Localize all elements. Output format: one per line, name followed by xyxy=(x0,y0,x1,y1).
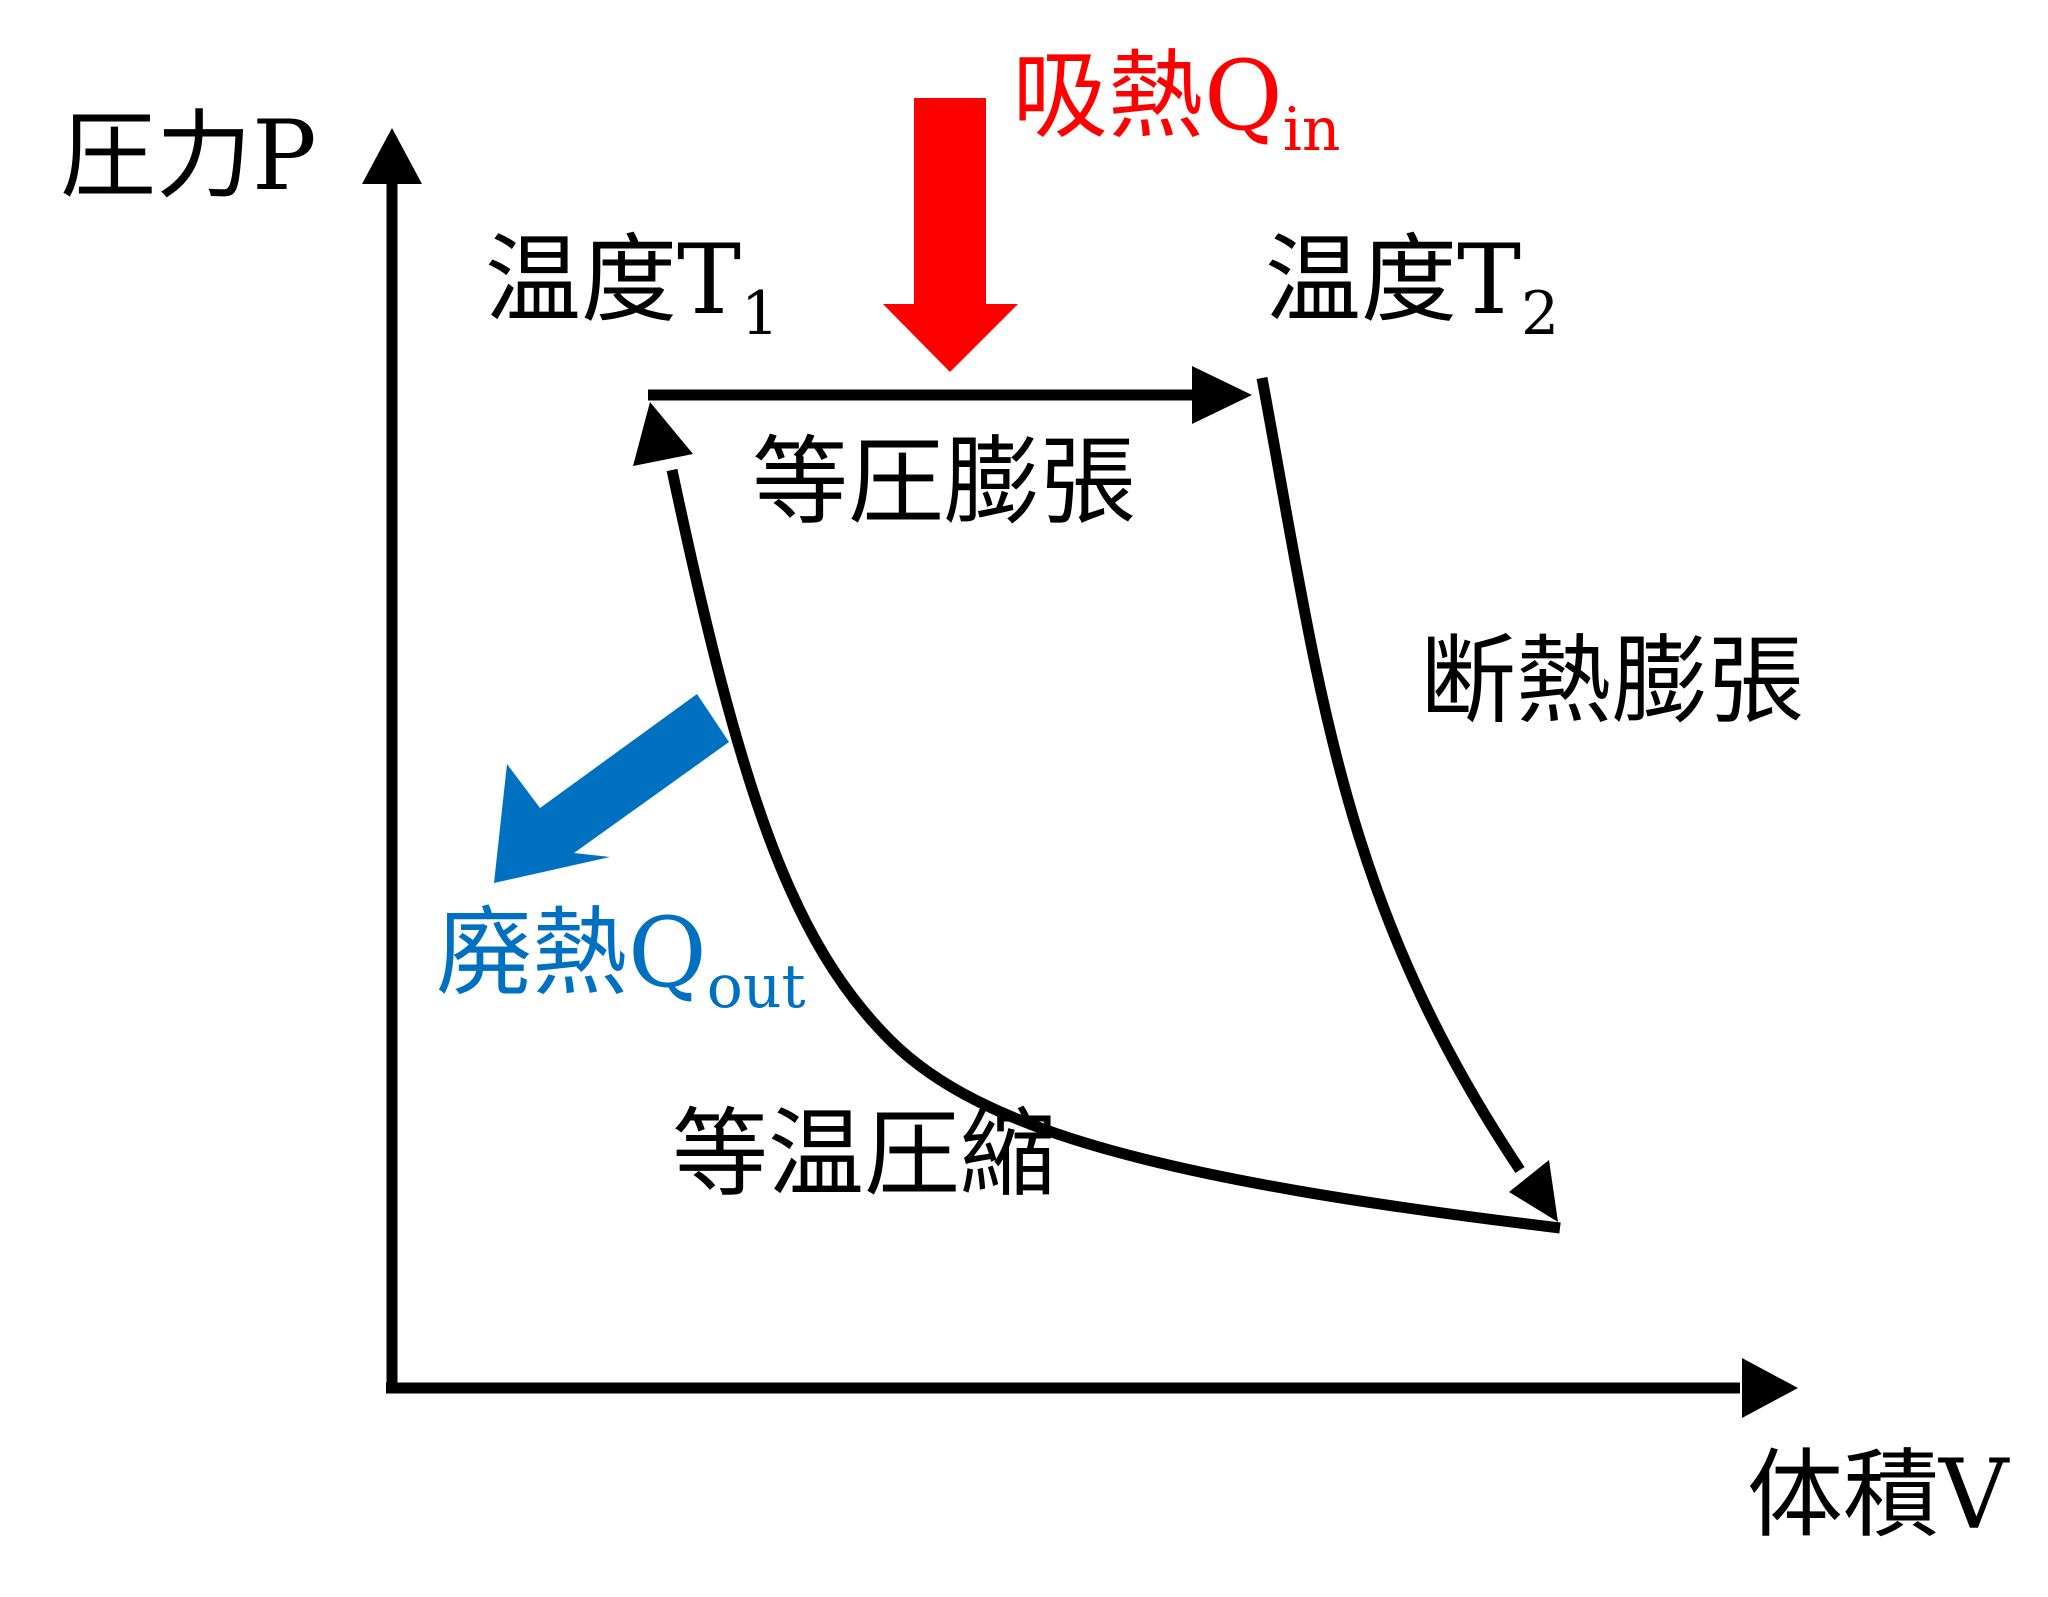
x-axis-arrowhead xyxy=(1742,1358,1798,1418)
adiabatic-curve xyxy=(1256,376,1525,1174)
heat-in-label: 吸熱Qin xyxy=(1012,48,1341,160)
temperature-t2-label: 温度T2 xyxy=(1265,232,1559,344)
y-axis-arrowhead xyxy=(362,128,422,184)
heat-out-sub: out xyxy=(706,952,806,1022)
adiabatic-expansion-label: 断熱膨張 xyxy=(1420,625,1804,737)
isobaric-expansion-label: 等圧膨張 xyxy=(752,426,1136,538)
isothermal-arrowhead xyxy=(633,402,693,466)
temperature-t2-text: 温度T xyxy=(1265,224,1522,336)
adiabatic-arrowhead xyxy=(1509,1160,1558,1222)
isothermal-curve xyxy=(666,468,1561,1234)
isothermal-compression-label: 等温圧縮 xyxy=(672,1098,1056,1210)
temperature-t1-text: 温度T xyxy=(485,224,742,336)
x-axis-label: 体積V xyxy=(1747,1439,2009,1551)
heat-in-text: 吸熱Q xyxy=(1012,40,1283,152)
temperature-t1-sub: 1 xyxy=(741,279,780,349)
y-axis-label: 圧力P xyxy=(60,100,317,212)
heat-out-arrow xyxy=(494,694,729,883)
temperature-t2-sub: 2 xyxy=(1521,279,1560,349)
heat-in-arrow-head xyxy=(883,304,1018,372)
isobaric-arrowhead xyxy=(1192,366,1252,424)
heat-out-text: 廃熱Q xyxy=(436,897,707,1009)
heat-in-arrow-shaft xyxy=(914,98,986,306)
heat-in-sub: in xyxy=(1282,95,1341,165)
temperature-t1-label: 温度T1 xyxy=(485,232,779,344)
heat-out-label: 廃熱Qout xyxy=(436,905,806,1017)
